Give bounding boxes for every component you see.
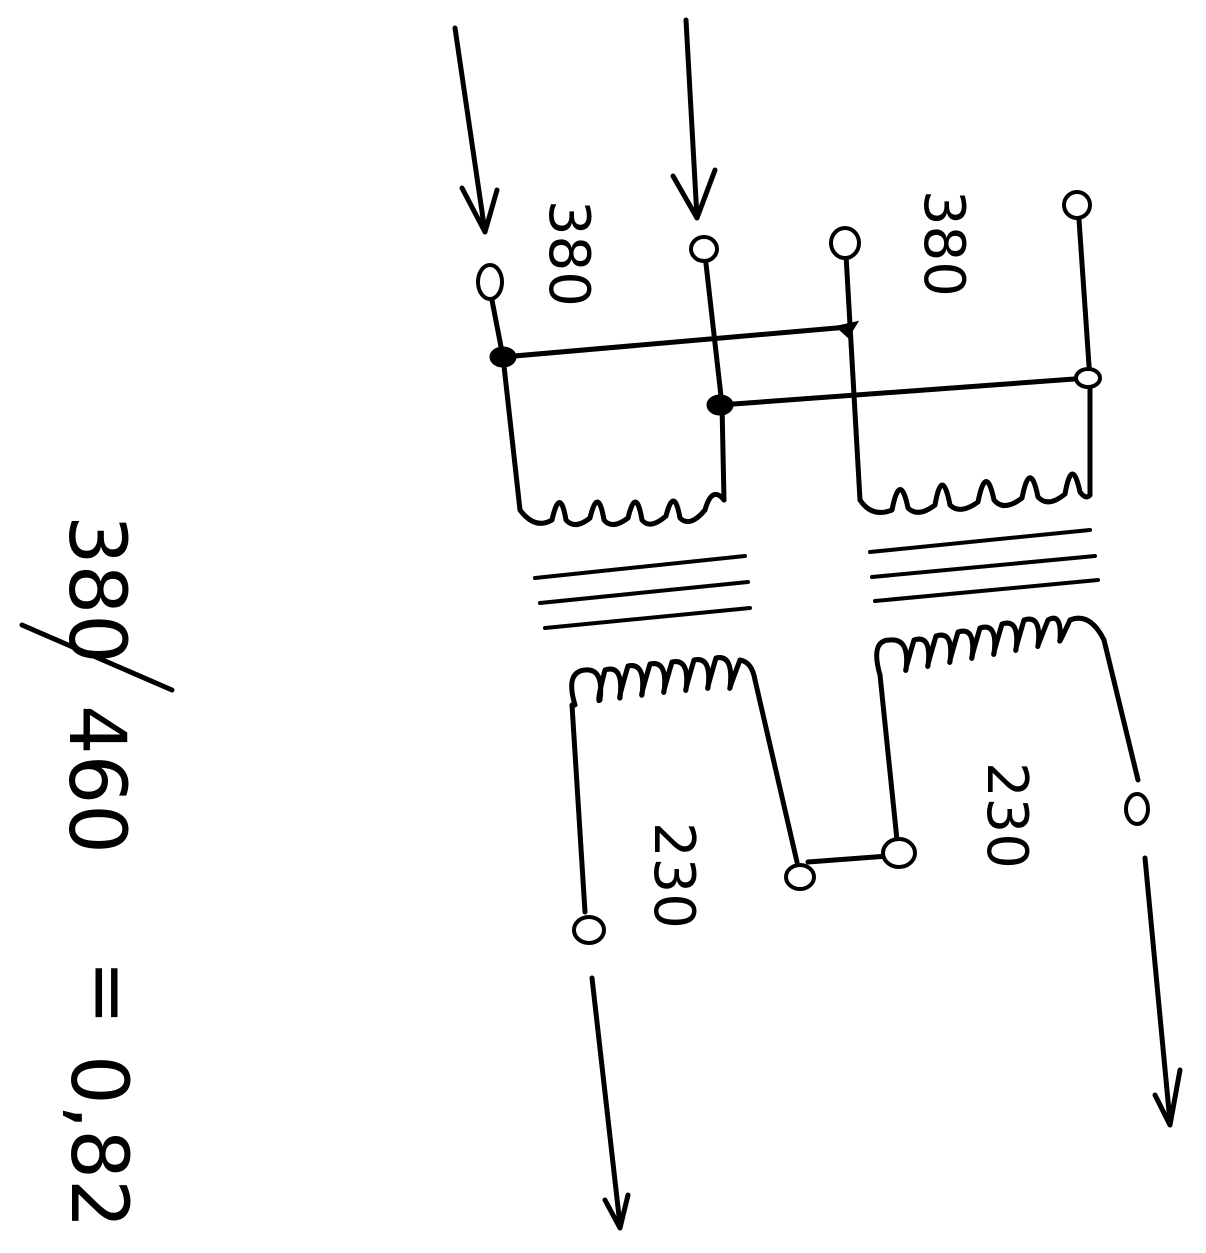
label-secondary-right: 230 xyxy=(974,762,1039,869)
terminal-link-2 xyxy=(881,837,917,869)
terminal-in-2 xyxy=(689,235,719,263)
label-primary-left: 380 xyxy=(536,200,601,307)
formula-numerator: 380 xyxy=(51,515,141,664)
terminal-out-1 xyxy=(572,915,606,945)
secondary-coil-left xyxy=(569,655,758,708)
transformer-core-right xyxy=(868,528,1100,603)
formula-denominator: 460 xyxy=(51,705,141,854)
formula-result: 0,82 xyxy=(53,1055,143,1229)
secondary-coil-right xyxy=(874,615,1107,678)
label-primary-right: 380 xyxy=(911,190,976,297)
output-arrows xyxy=(589,855,1183,1231)
junction-dots xyxy=(489,320,1102,416)
terminals xyxy=(476,190,1150,945)
terminal-primary-right-1 xyxy=(829,226,861,260)
primary-coil-left xyxy=(517,491,727,527)
fraction-slash xyxy=(19,622,175,693)
secondary-wiring xyxy=(569,637,1141,915)
terminal-in-1 xyxy=(476,263,504,301)
input-arrows xyxy=(452,17,718,235)
formula-equals: = xyxy=(63,960,153,1025)
terminal-primary-right-2 xyxy=(1062,190,1092,220)
terminal-link-1 xyxy=(784,863,816,891)
ratio-formula: 380 460 = 0,82 xyxy=(19,515,175,1229)
primary-coil-right xyxy=(857,471,1093,515)
terminal-out-2 xyxy=(1124,792,1150,826)
transformer-core-left xyxy=(533,554,752,630)
label-secondary-left: 230 xyxy=(641,822,706,929)
